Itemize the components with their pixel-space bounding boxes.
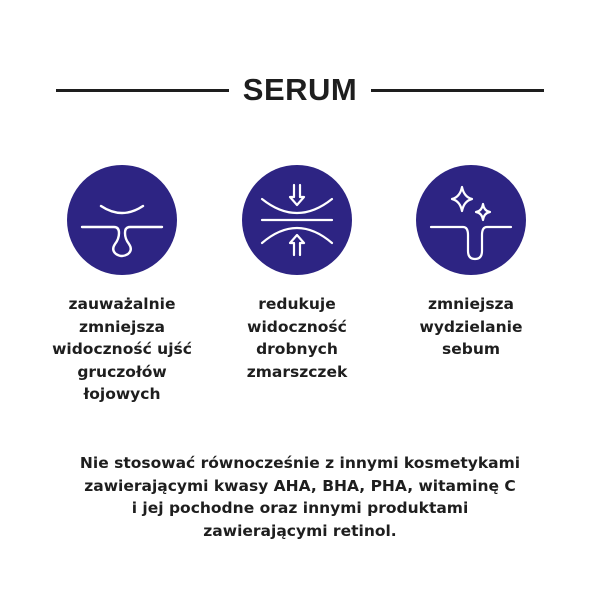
benefit-label-wrinkles: redukuje widoczność drobnych zmarszczek [212,293,382,383]
benefit-text-line: widoczność ujść [52,340,192,358]
benefit-text-line: wydzielanie [419,317,523,336]
benefit-text-line: zauważalnie [68,295,176,313]
benefit-text-line: widoczność [247,317,347,336]
benefit-label-sebum: zmniejsza wydzielanie sebum [386,293,556,361]
benefit-text-line: zmniejsza [78,317,166,336]
warning-text-line: i jej pochodne oraz innymi produktami [131,499,469,517]
warning-text-line: zawierającymi kwasy AHA, BHA, PHA, witam… [84,476,516,495]
wrinkle-reduction-icon [242,165,352,275]
benefit-text-line: sebum [441,340,501,358]
benefit-text-line: gruczołów [77,362,167,381]
benefit-text-line: łojowych [83,385,161,403]
left-divider [56,88,229,92]
usage-warning: Nie stosować równocześnie z innymi kosme… [40,452,560,542]
benefit-text-line: zmarszczek [246,362,348,381]
right-divider [371,88,545,92]
sebum-control-sparkle-icon [416,165,526,275]
benefit-text-line: zmniejsza [427,295,515,313]
page-title: SERUM [242,72,358,107]
warning-text-line: Nie stosować równocześnie z innymi kosme… [79,454,521,472]
benefit-text-line: redukuje [258,295,336,313]
pore-reduction-icon [67,165,177,275]
benefit-text-line: drobnych [256,340,338,358]
section-header: SERUM [56,70,545,110]
benefit-label-pores: zauważalnie zmniejsza widoczność ujść gr… [37,293,207,406]
warning-text-line: zawierającymi retinol. [203,521,397,540]
